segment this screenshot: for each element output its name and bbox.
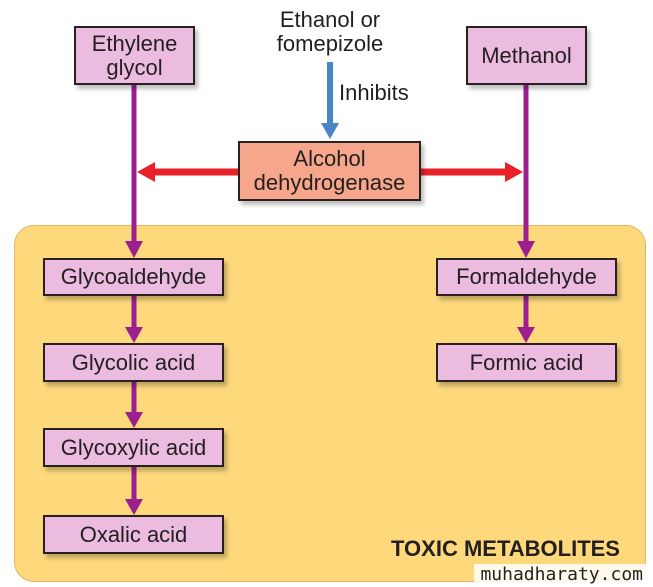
inhibits-label: Inhibits [339, 80, 409, 105]
glycolic-acid-box: Glycolic acid [43, 343, 224, 382]
red-arrows [137, 162, 523, 182]
formic-acid-box: Formic acid [436, 343, 617, 382]
oxalic-acid-box: Oxalic acid [43, 515, 224, 554]
glycoaldehyde-box: Glycoaldehyde [43, 258, 224, 296]
purple-arrows [125, 85, 535, 515]
inhibitor-label: Ethanol or fomepizole [276, 7, 384, 56]
glycoxylic-acid-box: Glycoxylic acid [43, 428, 224, 467]
formaldehyde-box: Formaldehyde [436, 258, 617, 296]
blue-inhibit-arrow [321, 62, 339, 139]
alcohol-dehydrogenase-box: Alcohol dehydrogenase [238, 141, 421, 201]
watermark: muhadharaty.com [474, 564, 649, 585]
methanol-box: Methanol [466, 26, 587, 85]
ethylene-glycol-box: Ethylene glycol [74, 26, 195, 85]
panel-title: TOXIC METABOLITES [391, 536, 620, 561]
